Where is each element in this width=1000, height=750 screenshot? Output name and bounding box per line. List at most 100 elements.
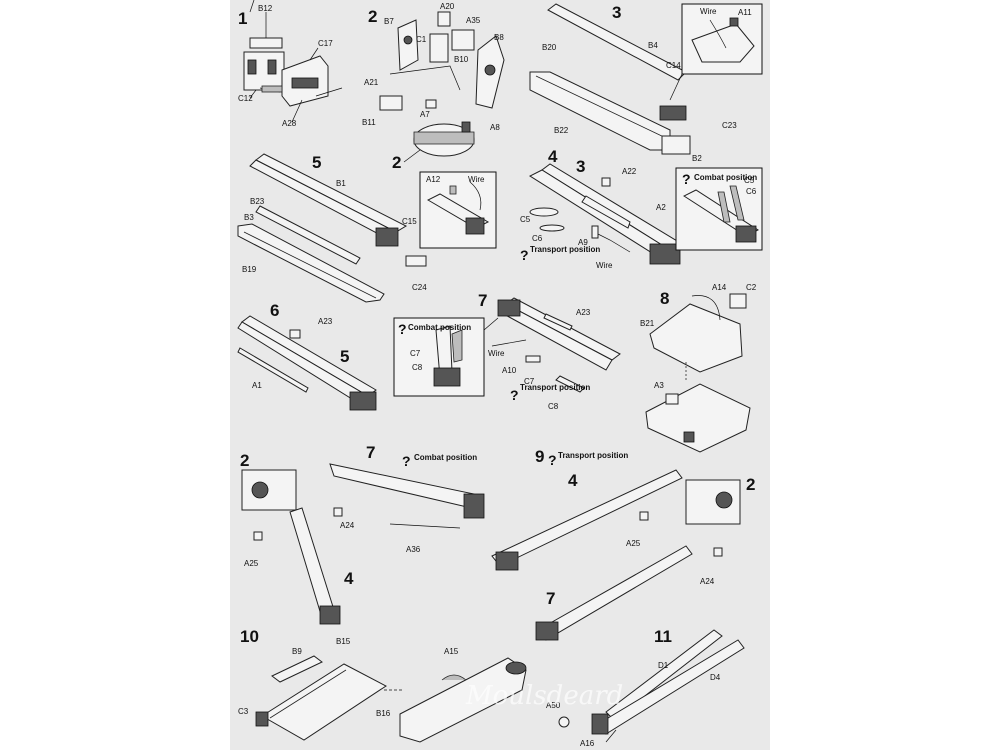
label-A1: A1 [252,381,262,390]
step-9-left-parts [241,463,485,625]
label-A20: A20 [440,2,455,11]
label-C23: C23 [722,121,737,130]
label-B20: B20 [542,43,557,52]
step-9-left-ref-7: 7 [366,443,375,462]
label-A22: A22 [622,167,637,176]
label-C7-inset: C7 [410,349,421,358]
assembly-diagram: 1 B12 C17 C12 A28 2 B7 A20 A35 C1 B8 B10… [237,0,763,748]
label-wire-5: Wire [468,175,485,184]
label-wire-4: Wire [596,261,613,270]
label-A25-right: A25 [626,539,641,548]
label-A35: A35 [466,16,481,25]
label-C5: C5 [520,215,531,224]
step-2-subassembly-ref: 2 [392,153,401,172]
label-C1: C1 [416,35,427,44]
label-A2: A2 [656,203,666,212]
label-B21: B21 [640,319,655,328]
label-C17: C17 [318,39,333,48]
label-C5-inset: C5 [744,176,755,185]
transport-note-4: Transport position [530,245,600,254]
combat-question-icon-4: ? [682,171,691,187]
step-9-number: 9 [535,447,544,466]
label-B10: B10 [454,55,469,64]
label-A21: A21 [364,78,379,87]
label-wire-3: Wire [700,7,717,16]
label-C14: C14 [666,61,681,70]
step-2-parts [379,11,505,157]
label-A23-7: A23 [576,308,591,317]
label-B19: B19 [242,265,257,274]
step-3-parts [529,3,691,155]
step-7-parts [483,297,621,393]
combat-note-4: Combat position [694,173,757,182]
combat-note-9: Combat position [414,453,477,462]
step-4-parts [528,163,684,265]
step-8-parts [645,293,751,453]
transport-note-9: Transport position [558,451,628,460]
label-C2: C2 [746,283,757,292]
step-3-detail-inset [669,3,763,101]
label-A15: A15 [444,647,459,656]
instruction-sheet: 1 B12 C17 C12 A28 2 B7 A20 A35 C1 B8 B10… [230,0,770,750]
transport-question-icon-7: ? [510,387,519,403]
combat-question-icon-7: ? [398,321,407,337]
label-C3: C3 [238,707,249,716]
step-4-detail-inset [675,167,763,251]
label-C8: C8 [548,402,559,411]
label-C7: C7 [524,377,535,386]
step-7-number: 7 [478,291,487,310]
transport-question-icon: ? [520,247,529,263]
step-6-parts [237,315,377,411]
step-10-parts [255,655,527,743]
label-A25-left: A25 [244,559,259,568]
label-A10: A10 [502,366,517,375]
label-C15: C15 [402,217,417,226]
step-11-parts [558,629,745,743]
step-9-left-ref-4: 4 [344,569,354,588]
label-B8: B8 [494,33,504,42]
label-B3: B3 [244,213,254,222]
step-9-right-ref-4: 4 [568,471,578,490]
label-B15: B15 [336,637,351,646]
label-A28: A28 [282,119,297,128]
step-1-parts [243,0,343,107]
label-C6: C6 [532,234,543,243]
label-D1: D1 [658,661,669,670]
label-B16: B16 [376,709,391,718]
label-D4: D4 [710,673,721,682]
label-B22: B22 [554,126,569,135]
label-C24: C24 [412,283,427,292]
label-C8-inset: C8 [412,363,423,372]
step-9-right-ref-2: 2 [746,475,755,494]
label-A11: A11 [738,8,752,17]
step-7-detail-inset [393,317,485,397]
label-B9: B9 [292,647,302,656]
label-A16: A16 [580,739,595,748]
label-B12: B12 [258,4,273,13]
label-B4: B4 [648,41,658,50]
step-8-number: 8 [660,289,669,308]
step-9-right-parts [491,469,741,641]
step-6-subassembly-ref: 5 [340,347,349,366]
step-10-number: 10 [240,627,259,646]
label-A3: A3 [654,381,664,390]
step-4-number: 4 [548,147,558,166]
label-wire-7: Wire [488,349,505,358]
step-5-number: 5 [312,153,321,172]
label-C12: C12 [238,94,253,103]
label-A50: A50 [546,701,561,710]
label-A23-6: A23 [318,317,333,326]
label-C6-inset: C6 [746,187,757,196]
combat-note-7: Combat position [408,323,471,332]
transport-note-7: Transport position [520,383,590,392]
label-B23: B23 [250,197,265,206]
label-A14: A14 [712,283,727,292]
step-3-number: 3 [612,3,621,22]
label-A8: A8 [490,123,500,132]
step-5-detail-inset [419,171,497,249]
transport-question-icon-9: ? [548,452,557,468]
label-B1: B1 [336,179,346,188]
label-A24-left: A24 [340,521,355,530]
step-9-left-ref-2: 2 [240,451,249,470]
label-A9: A9 [578,238,588,247]
